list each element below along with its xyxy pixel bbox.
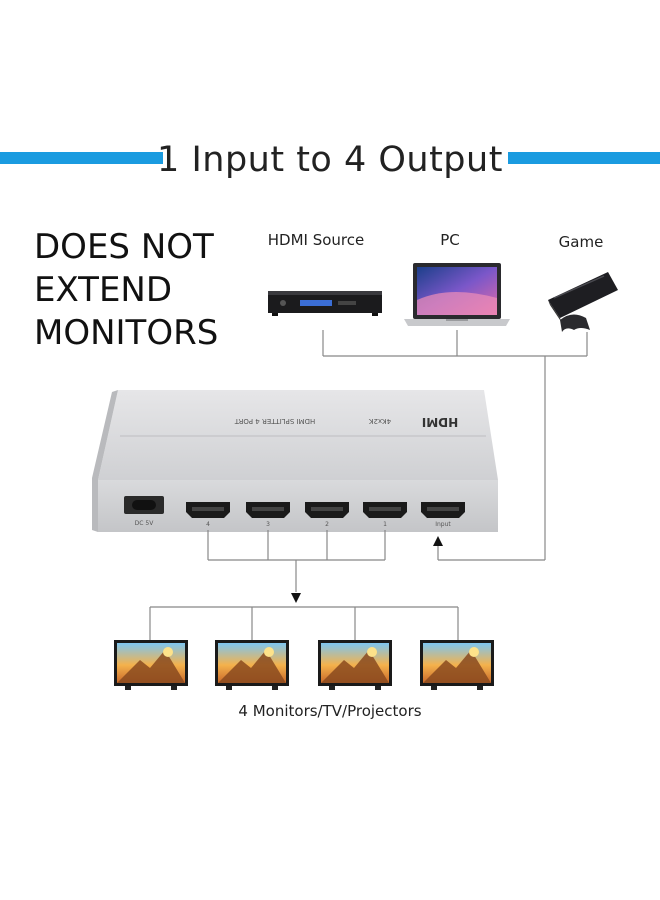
splitter-resolution-text: 4Kx2K <box>368 417 391 425</box>
source-label-hdmi: HDMI Source <box>267 231 365 249</box>
splitter-logo-text: HDMI <box>422 415 458 429</box>
splitter-model-text: HDMI SPLITTER 4 PORT <box>234 417 315 425</box>
output-port-2 <box>305 502 349 518</box>
output-connection-lines <box>149 530 459 640</box>
output-port-1 <box>363 502 407 518</box>
header-bar-left <box>0 152 163 164</box>
monitor-icon-4 <box>420 640 494 690</box>
hdmi-splitter-device <box>92 390 498 532</box>
source-label-pc: PC <box>440 231 460 249</box>
port-label-3: 3 <box>266 521 270 528</box>
input-arrow-icon <box>433 536 443 546</box>
port-label-2: 2 <box>325 521 329 528</box>
notice-text: DOES NOT EXTEND MONITORS <box>34 226 254 355</box>
port-label-4: 4 <box>206 521 210 528</box>
output-arrow-icon <box>291 593 301 603</box>
header-bar-right <box>508 152 660 164</box>
set-top-box-icon <box>268 291 382 316</box>
outputs-label: 4 Monitors/TV/Projectors <box>238 702 422 720</box>
notice-line-1: DOES NOT <box>34 227 214 267</box>
output-port-4 <box>186 502 230 518</box>
source-label-game: Game <box>558 233 604 251</box>
notice-line-2: EXTEND <box>34 270 173 310</box>
output-port-3 <box>246 502 290 518</box>
input-port <box>421 502 465 518</box>
notice-line-3: MONITORS <box>34 313 219 353</box>
input-port-label: Input <box>435 521 451 528</box>
monitor-icon-2 <box>215 640 289 690</box>
monitor-icon-1 <box>114 640 188 690</box>
source-connection-lines <box>322 330 588 561</box>
game-console-icon <box>548 272 618 332</box>
monitor-icon-3 <box>318 640 392 690</box>
laptop-icon <box>404 263 510 326</box>
port-label-1: 1 <box>383 521 387 528</box>
power-label: DC 5V <box>135 520 155 527</box>
page-title: 1 Input to 4 Output <box>157 140 503 180</box>
